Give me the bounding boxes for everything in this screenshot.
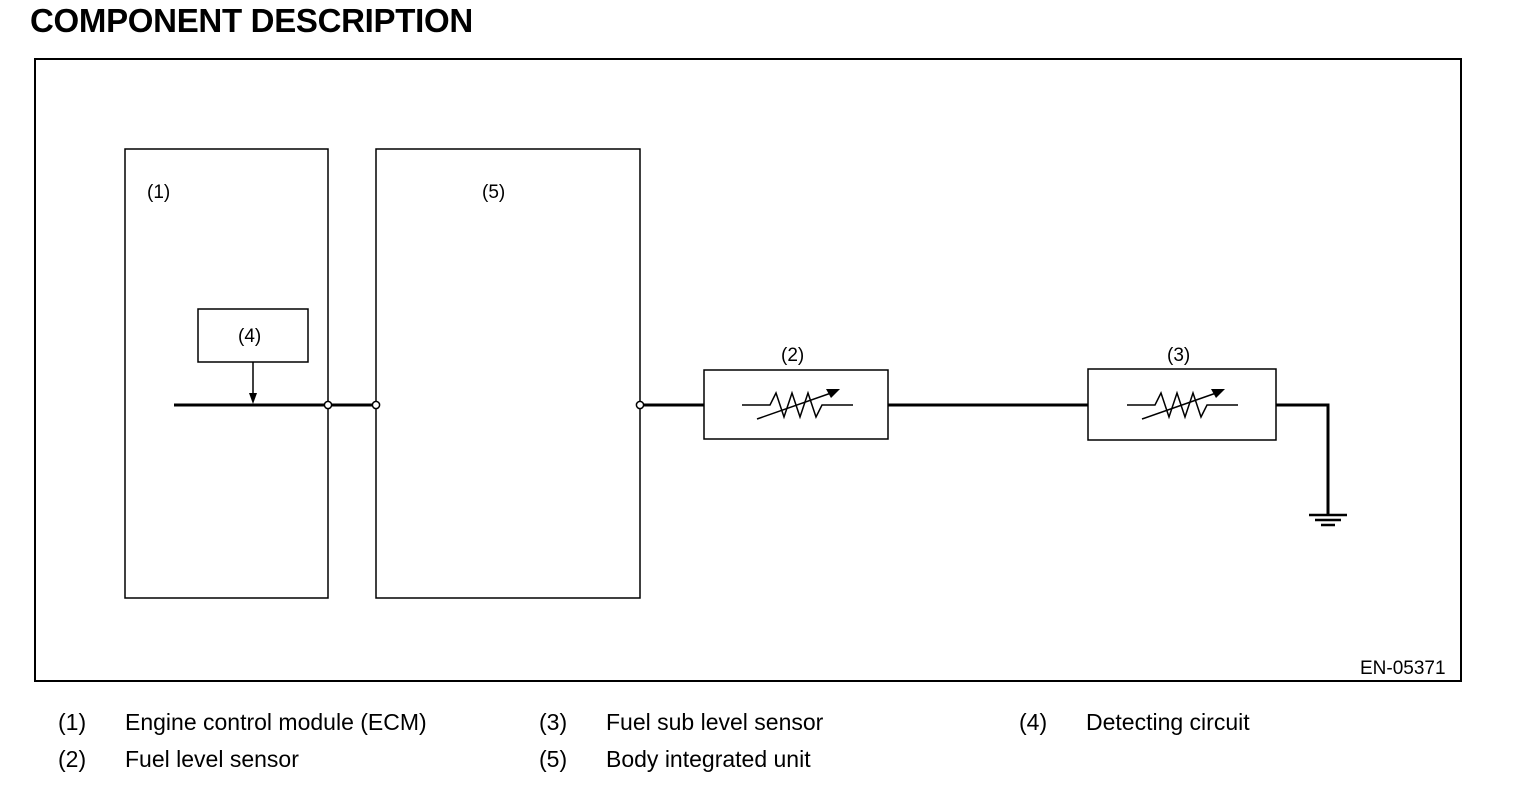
fuel-sub-level-sensor-variable-arrow [1141,391,1220,420]
fuel-sub-level-sensor-arrow-head [1211,389,1225,398]
sensor3-to-ground-wire [1276,403,1330,514]
fuel-level-sensor-label: (2) [781,345,804,366]
ecm-box [124,148,329,599]
fuel-level-sensor-variable-arrow [756,391,835,420]
legend-num-1: (1) [58,709,87,735]
body-integrated-unit-box [375,148,641,599]
fuel-level-sensor-arrow-head [826,389,840,398]
legend-num-5: (5) [539,746,568,772]
legend-num-2: (2) [58,746,87,772]
detecting-circuit-label: (4) [238,326,261,347]
legend-num-4: (4) [1019,709,1048,735]
fuel-sub-level-sensor-label: (3) [1167,345,1190,366]
diagram-frame [34,58,1462,682]
ecm-label: (1) [147,182,170,203]
body-unit-label: (5) [482,182,505,203]
legend-text-1: Engine control module (ECM) [125,709,427,735]
page-title: COMPONENT DESCRIPTION [30,2,473,39]
legend-text-3: Fuel sub level sensor [606,709,824,735]
bim-terminal-in [371,400,381,410]
ecm-terminal [323,400,333,410]
legend-num-3: (3) [539,709,568,735]
legend-text-4: Detecting circuit [1086,709,1250,735]
bim-terminal-out [635,400,645,410]
detect-arrow-head [249,393,257,404]
figure-code: EN-05371 [1360,658,1446,679]
legend-text-5: Body integrated unit [606,746,811,772]
legend-text-2: Fuel level sensor [125,746,299,772]
